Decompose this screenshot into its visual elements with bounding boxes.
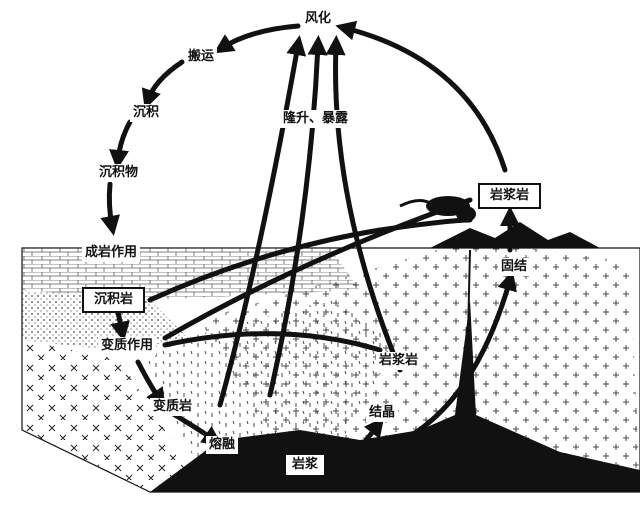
arrow-magma-to-crystallization — [357, 417, 385, 451]
label-uplift-exposure: 隆升、暴露 — [280, 110, 352, 128]
arrow-metamorphism-to-igneous-long — [162, 197, 473, 341]
arrow-sediment-to-lithification — [100, 181, 120, 236]
box-igneous-rock: 岩浆岩 — [478, 183, 542, 209]
arrow-sedimentary-to-uplift — [147, 217, 473, 303]
arrow-deposition-to-sediment — [109, 119, 133, 170]
arrow-weathering-to-transport — [213, 23, 301, 54]
arrow-uplift-right — [325, 35, 403, 373]
arrow-metamorphism-to-metamorphic — [135, 359, 166, 409]
label-melting: 熔融 — [206, 436, 239, 454]
label-metamorphic-rock: 变质岩 — [150, 398, 196, 416]
arrow-igneous-to-weathering — [335, 20, 508, 173]
label-magma-rock-mid: 岩浆岩 — [376, 352, 422, 370]
label-sediment: 沉积物 — [96, 164, 142, 182]
label-metamorphism: 变质作用 — [98, 337, 157, 355]
label-solidification: 固结 — [498, 258, 531, 276]
label-lithification: 成岩作用 — [82, 244, 141, 262]
magma-body — [150, 300, 640, 492]
label-magma: 岩浆 — [286, 455, 325, 475]
arrow-uplift-center — [267, 35, 328, 398]
volcano-icon — [430, 222, 600, 248]
box-sedimentary-rock: 沉积岩 — [82, 287, 146, 313]
label-crystallization: 结晶 — [366, 404, 399, 422]
label-weathering: 风化 — [302, 10, 335, 28]
arrow-magma-to-solidification — [377, 270, 517, 453]
arrow-metamorphism-to-magmarock — [162, 331, 383, 353]
arrow-transport-to-deposition — [141, 59, 185, 110]
feeder-dike — [465, 249, 471, 421]
arrow-sedimentary-to-metamorphism — [110, 309, 130, 342]
label-transport: 搬运 — [185, 48, 218, 66]
arrow-uplift-left — [217, 35, 307, 408]
label-deposition: 沉积 — [130, 104, 163, 122]
